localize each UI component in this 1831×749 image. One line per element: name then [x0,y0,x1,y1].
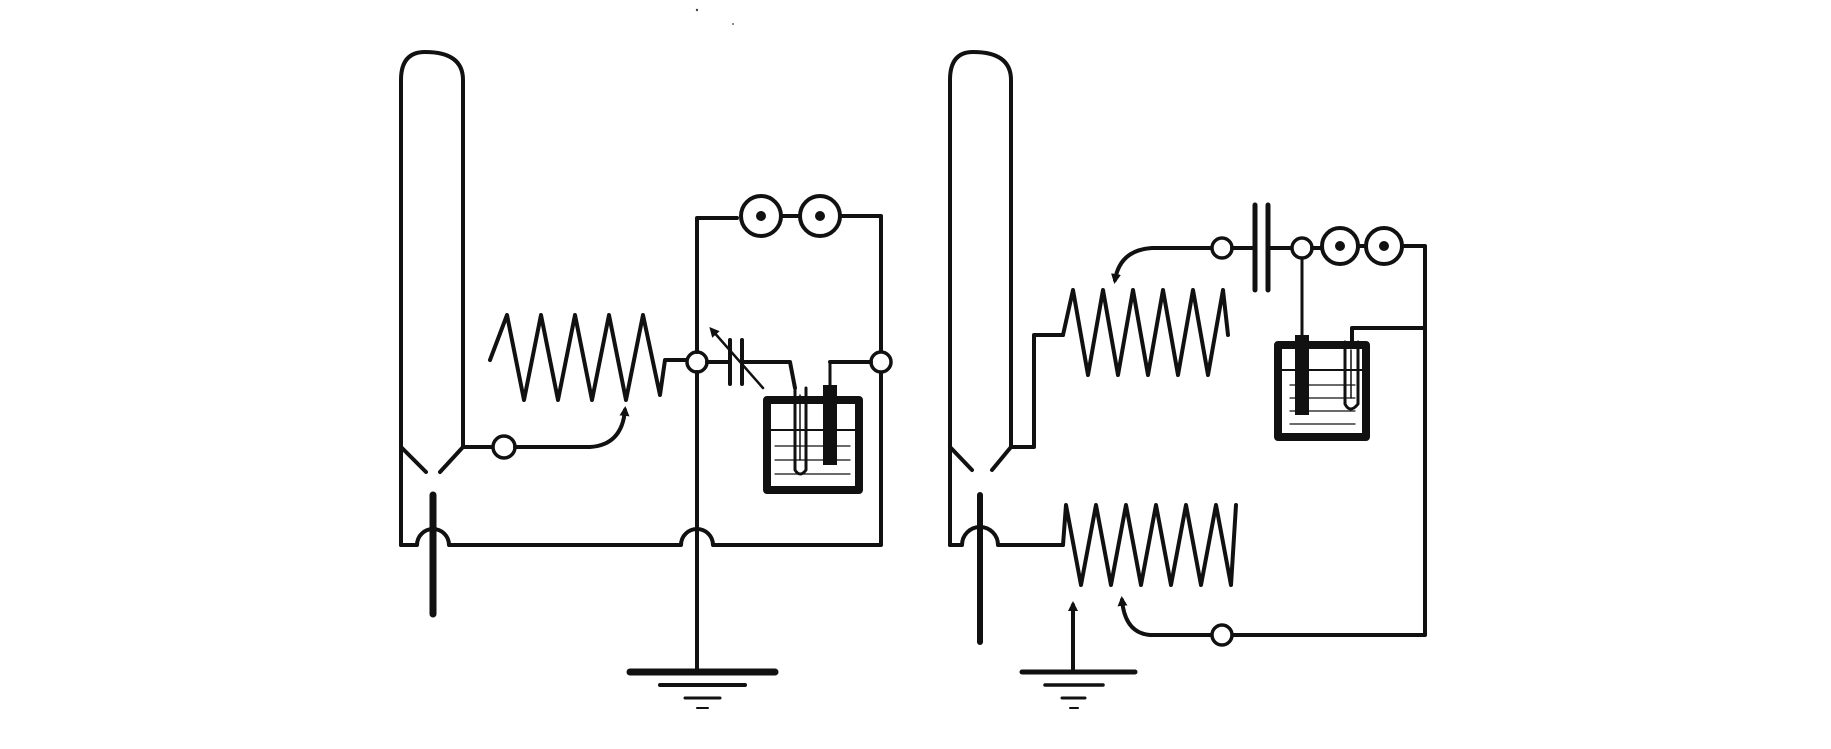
right-upper-contact-arrow [1111,246,1212,284]
left-inductance-coil [488,313,697,402]
left-circuit [399,50,893,709]
left-bottom-wire [399,358,883,547]
speck [732,23,734,25]
right-circuit [948,50,1427,709]
right-primary-lead [1009,333,1065,449]
right-spark-gap-left [948,445,974,472]
right-lower-post [1210,623,1234,647]
left-condenser-to-detector [742,360,797,390]
right-ground-symbol [1019,669,1138,709]
left-binding-post [491,434,517,460]
left-condenser-arrow [709,326,765,390]
speck [695,8,699,12]
left-spark-gap-left [399,445,428,474]
left-output-post [869,350,893,374]
right-spark-gap-right [990,445,1013,472]
right-lower-contact-arrow [1117,596,1212,637]
left-ground-symbol [626,668,779,709]
left-junction-post [685,350,709,374]
right-upper-coil [1061,288,1230,377]
left-aerial-loop [399,50,465,547]
left-headphone-loop-wire [695,216,739,354]
right-lower-coil [1061,503,1238,587]
left-spark-gap-right [438,445,465,474]
right-electrolytic-detector [1274,256,1427,441]
left-sliding-contact-arrow [513,406,630,449]
right-bottom-wire [948,525,1065,547]
right-aerial-loop [948,50,1013,547]
left-headphones [739,194,883,352]
left-electrolytic-detector [763,360,873,494]
right-headphones [1230,226,1427,637]
right-upper-post [1210,236,1234,260]
right-condenser-post [1290,236,1314,260]
